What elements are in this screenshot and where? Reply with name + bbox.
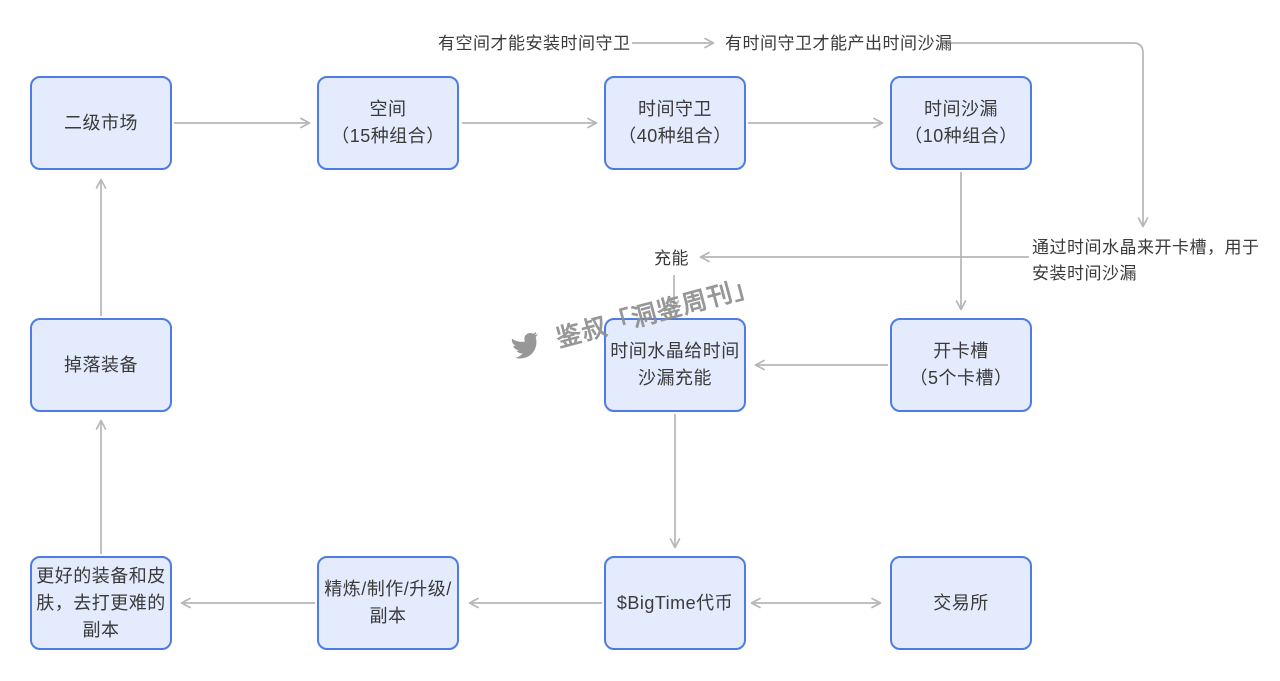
node-exchange-label: 交易所 <box>933 592 989 613</box>
node-crystal-charge: 时间水晶给时间沙漏充能 <box>604 318 746 412</box>
node-time-guardian-label: （40种组合） <box>618 126 732 146</box>
node-time-hourglass-label: 时间沙漏 <box>924 99 998 119</box>
note-crystal-slot-line1: 通过时间水晶来开卡槽，用于 <box>1032 238 1260 257</box>
node-bigtime-token-label: $BigTime代币 <box>616 592 734 613</box>
node-better-gear-label: 副本 <box>82 619 120 640</box>
label-charge: 充能 <box>654 249 689 268</box>
note-crystal-slot-line2: 安装时间沙漏 <box>1032 264 1137 283</box>
node-secondary-market: 二级市场 <box>30 76 172 170</box>
node-crystal-charge-label: 时间水晶给时间 <box>610 341 740 361</box>
note-crystal-slot: 通过时间水晶来开卡槽，用于 安装时间沙漏 <box>1032 235 1260 287</box>
node-bigtime-token: $BigTime代币 <box>604 556 746 650</box>
node-crystal-charge-label: 沙漏充能 <box>638 368 712 388</box>
node-better-gear-label: 肤，去打更难的 <box>36 592 166 613</box>
node-exchange: 交易所 <box>890 556 1032 650</box>
annotation-guardian-hourglass: 有时间守卫才能产出时间沙漏 <box>725 34 953 53</box>
node-time-guardian-label: 时间守卫 <box>638 99 712 119</box>
node-space: 空间 （15种组合） <box>317 76 459 170</box>
node-loot-gear: 掉落装备 <box>30 318 172 412</box>
node-time-hourglass-label: （10种组合） <box>904 126 1018 146</box>
node-loot-gear-label: 掉落装备 <box>64 354 138 375</box>
node-time-hourglass: 时间沙漏 （10种组合） <box>890 76 1032 170</box>
twitter-bird-icon <box>511 331 538 359</box>
node-card-slots-label: （5个卡槽） <box>909 368 1013 388</box>
node-card-slots-label: 开卡槽 <box>933 341 989 361</box>
node-refine-craft: 精炼/制作/升级/副本 <box>317 556 459 650</box>
node-better-gear: 更好的装备和皮肤，去打更难的副本 <box>30 556 172 650</box>
node-refine-craft-label: 精炼/制作/升级/ <box>324 579 452 599</box>
node-secondary-market-label: 二级市场 <box>64 112 138 133</box>
node-better-gear-label: 更好的装备和皮 <box>36 565 166 586</box>
node-space-label: （15种组合） <box>331 126 445 146</box>
node-refine-craft-label: 副本 <box>369 606 407 626</box>
node-card-slots: 开卡槽 （5个卡槽） <box>890 318 1032 412</box>
node-space-label: 空间 <box>369 99 407 119</box>
watermark: 鉴叔「洞鉴周刊」 <box>505 266 762 367</box>
node-time-guardian: 时间守卫 （40种组合） <box>604 76 746 170</box>
annotation-space-guardian: 有空间才能安装时间守卫 <box>438 34 631 53</box>
